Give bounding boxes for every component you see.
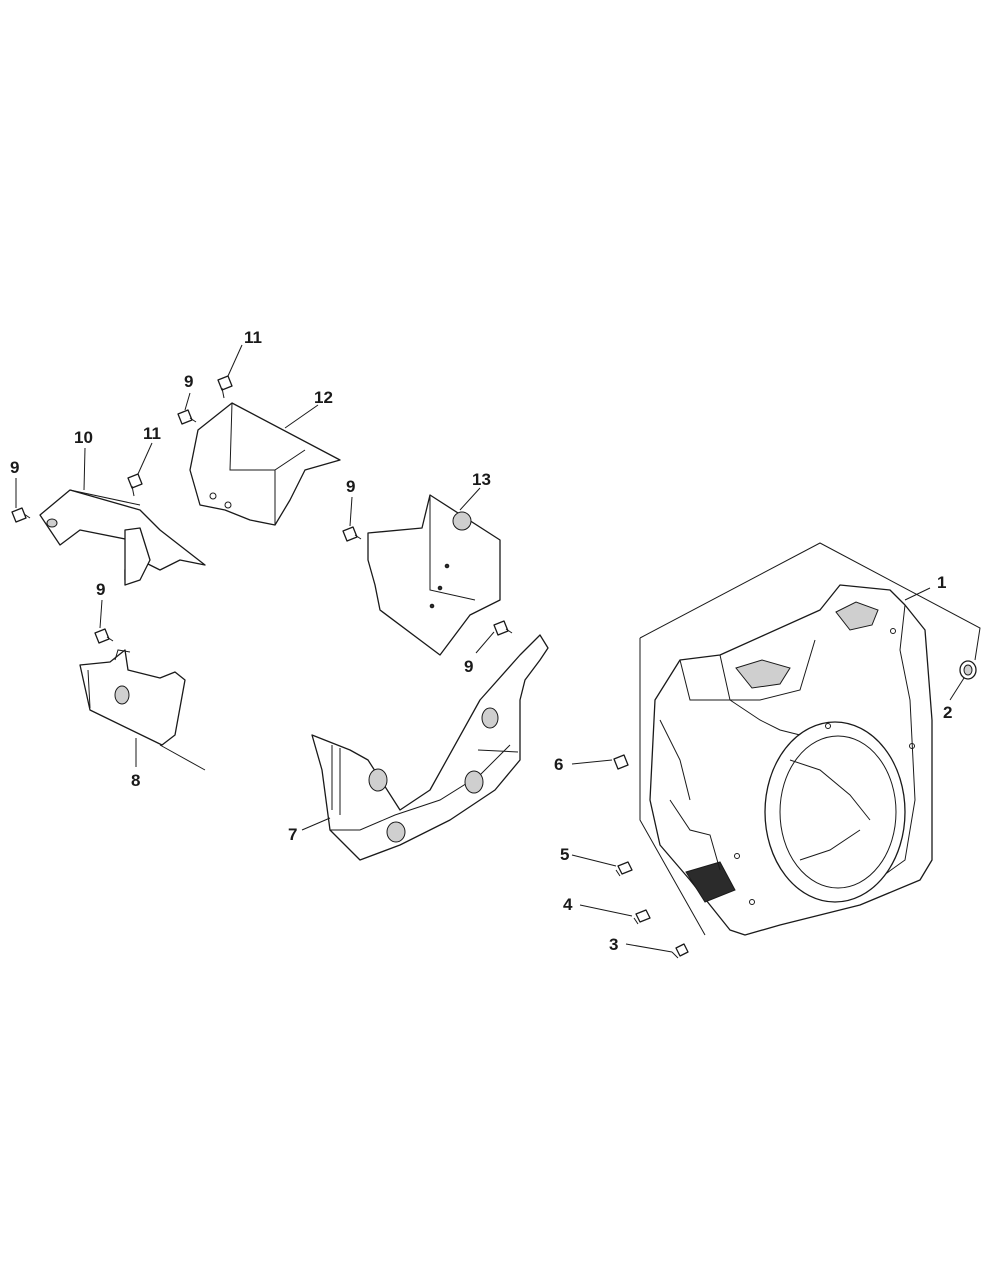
callout-9-a: 9 — [10, 458, 19, 477]
callout-8: 8 — [131, 771, 140, 790]
part-1-blower-housing — [639, 542, 981, 936]
part-6-plug — [613, 754, 629, 770]
part-12-upper-shroud — [189, 402, 341, 526]
part-11-screw-a — [217, 375, 233, 399]
part-13-side-shroud — [367, 494, 501, 656]
part-9-screw-d — [94, 628, 114, 644]
part-9-screw-b — [177, 409, 197, 425]
part-11-screw-b — [127, 473, 143, 497]
callout-10: 10 — [74, 428, 93, 447]
part-10-deflector — [39, 489, 206, 586]
part-3-screw — [671, 943, 689, 959]
part-5-screw — [615, 861, 633, 877]
callout-9-e: 9 — [464, 657, 473, 676]
callout-9-d: 9 — [96, 580, 105, 599]
part-9-screw-a — [11, 507, 31, 523]
part-9-screw-e — [493, 620, 513, 636]
callout-12: 12 — [314, 388, 333, 407]
callout-6: 6 — [554, 755, 563, 774]
callout-11-a: 11 — [244, 328, 262, 347]
callout-11-b: 11 — [143, 424, 161, 443]
callout-3: 3 — [609, 935, 618, 954]
part-4-screw — [633, 909, 651, 925]
callout-7: 7 — [288, 825, 297, 844]
callout-1: 1 — [937, 573, 946, 592]
part-7-lower-baffle — [311, 634, 549, 861]
part-8-bracket — [79, 649, 206, 771]
callout-labels: 1 2 3 4 5 6 7 8 9 9 9 9 9 10 11 11 12 13 — [10, 328, 952, 954]
leader-lines — [15, 344, 965, 953]
callout-13: 13 — [472, 470, 491, 489]
callout-4: 4 — [563, 895, 573, 914]
part-9-screw-c — [342, 526, 362, 542]
part-2-grommet — [959, 660, 977, 680]
callout-9-b: 9 — [184, 372, 193, 391]
callout-5: 5 — [560, 845, 569, 864]
callout-9-c: 9 — [346, 477, 355, 496]
callout-2: 2 — [943, 703, 952, 722]
